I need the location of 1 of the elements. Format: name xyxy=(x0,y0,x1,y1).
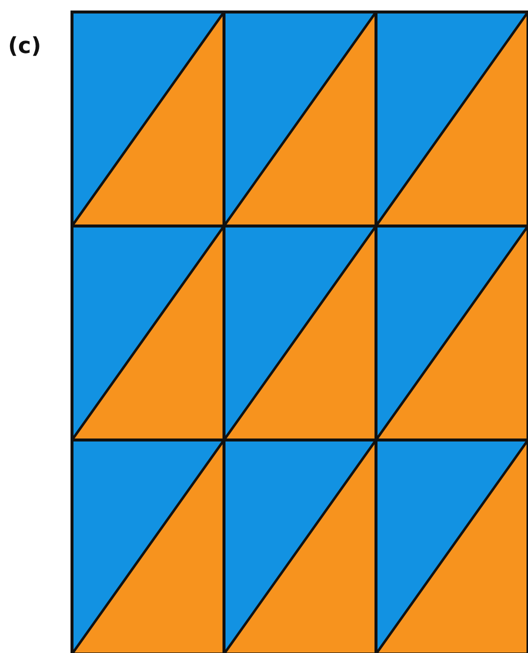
panel-label: (c) xyxy=(8,34,42,59)
